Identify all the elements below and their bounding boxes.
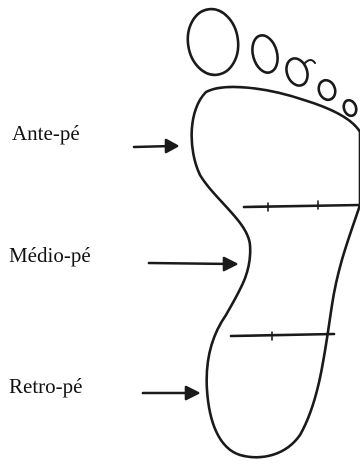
arrow-icon bbox=[149, 258, 236, 270]
midfoot-label: Médio-pé bbox=[9, 245, 91, 266]
foot-sole-outline bbox=[192, 87, 360, 457]
hindfoot-label: Retro-pé bbox=[9, 376, 82, 397]
arrow-icon bbox=[143, 387, 198, 399]
toe-4-icon bbox=[316, 78, 338, 102]
arrow-icon bbox=[134, 140, 177, 152]
toe-5-icon bbox=[342, 98, 359, 117]
toe-1-icon bbox=[184, 6, 243, 78]
forefoot-label: Ante-pé bbox=[12, 123, 80, 144]
midfoot-hindfoot-divider bbox=[231, 334, 334, 336]
forefoot-midfoot-divider bbox=[244, 205, 360, 207]
toe-2-icon bbox=[248, 33, 281, 76]
